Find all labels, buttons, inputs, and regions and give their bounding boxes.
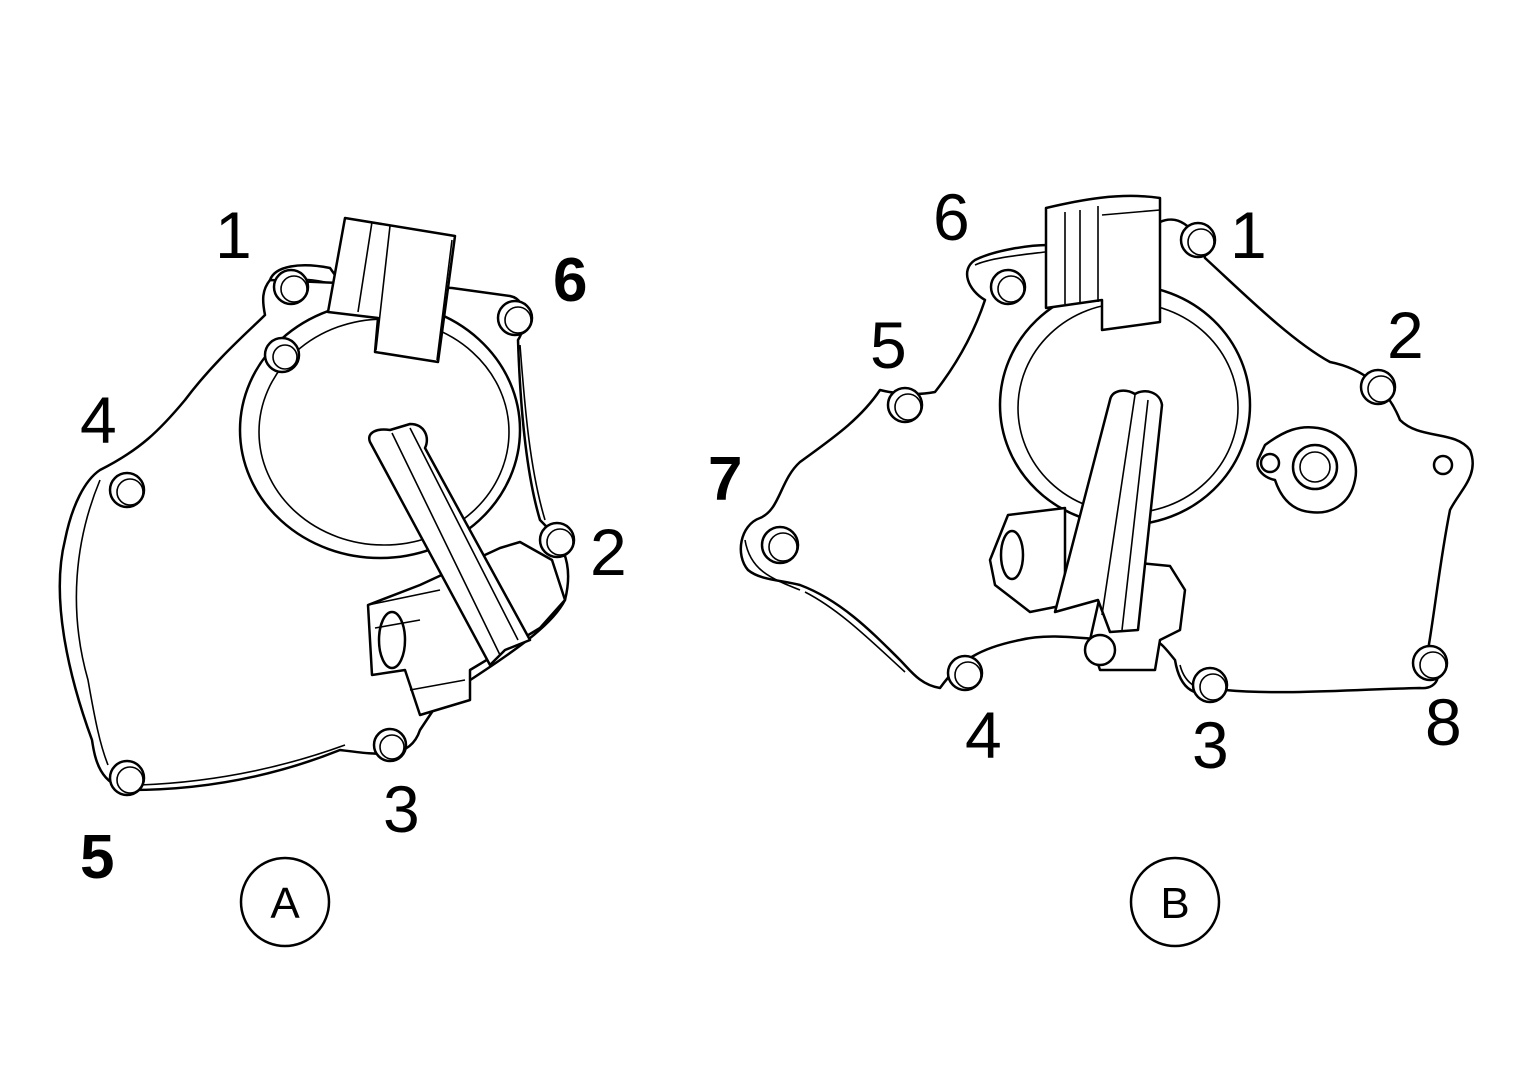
bolt-b-5 (886, 386, 924, 424)
label-a-2: 2 (590, 515, 627, 589)
cover-a-bolts (108, 268, 576, 797)
label-b-1: 1 (1230, 198, 1267, 272)
bolt-b-mid (1083, 633, 1117, 667)
cover-a-lower-block (366, 540, 567, 717)
cover-b-lever-arm-edge (1101, 394, 1149, 631)
label-b-7: 7 (708, 445, 742, 514)
label-b-8: 8 (1425, 685, 1462, 759)
cover-a-outline (58, 264, 570, 792)
label-a-4: 4 (80, 383, 117, 457)
figure-a: 1 6 4 2 3 5 A (58, 198, 627, 948)
label-a-5: 5 (80, 823, 114, 892)
bolt-a-3 (372, 727, 408, 763)
bolt-a-1 (272, 268, 310, 306)
bolt-a-5 (108, 759, 146, 797)
bolt-a-2 (538, 521, 576, 559)
cover-b-port (999, 529, 1025, 581)
cover-b-upper-block (1044, 194, 1162, 332)
label-a-6: 6 (553, 246, 587, 315)
badge-b-letter: B (1160, 879, 1189, 928)
bolt-b-8 (1411, 644, 1449, 682)
cover-b-side-boss (1256, 426, 1358, 514)
cover-b-outline-inner (744, 251, 1223, 692)
cover-a-lower-block-lines (367, 589, 466, 691)
label-b-5: 5 (870, 308, 907, 382)
label-b-3: 3 (1192, 708, 1229, 782)
cover-b-upper-block-ribs (1064, 206, 1161, 304)
bolt-b-3 (1191, 666, 1229, 704)
bolt-a-6 (496, 299, 534, 337)
bolt-a-4 (108, 471, 146, 509)
bolt-b-1 (1179, 221, 1217, 259)
bolt-a-1b (263, 336, 301, 374)
cover-a-upper-block-ribs (357, 221, 453, 361)
cover-a-port (377, 610, 407, 670)
cover-a-lever-arm-edge (391, 427, 519, 656)
bolt-b-right (1432, 454, 1454, 476)
label-b-4: 4 (965, 698, 1002, 772)
label-b-2: 2 (1387, 298, 1424, 372)
label-a-3: 3 (383, 772, 420, 846)
cover-b-lever-arm (1053, 389, 1164, 634)
badge-a: A (239, 856, 331, 948)
cover-b-outline (739, 218, 1474, 695)
label-a-1: 1 (215, 198, 252, 272)
badge-b: B (1129, 856, 1221, 948)
badge-a-letter: A (270, 879, 300, 928)
cover-b-bolts (760, 221, 1454, 704)
label-b-6: 6 (933, 180, 970, 254)
figure-b: 6 1 5 2 7 4 3 8 B (708, 180, 1474, 948)
bolt-b-2 (1359, 368, 1397, 406)
bolt-b-4 (946, 654, 984, 692)
cover-a-lever-arm (367, 422, 532, 667)
bolt-b-6 (989, 268, 1027, 306)
cover-a-upper-block (326, 216, 457, 364)
bolt-b-7 (760, 525, 800, 565)
